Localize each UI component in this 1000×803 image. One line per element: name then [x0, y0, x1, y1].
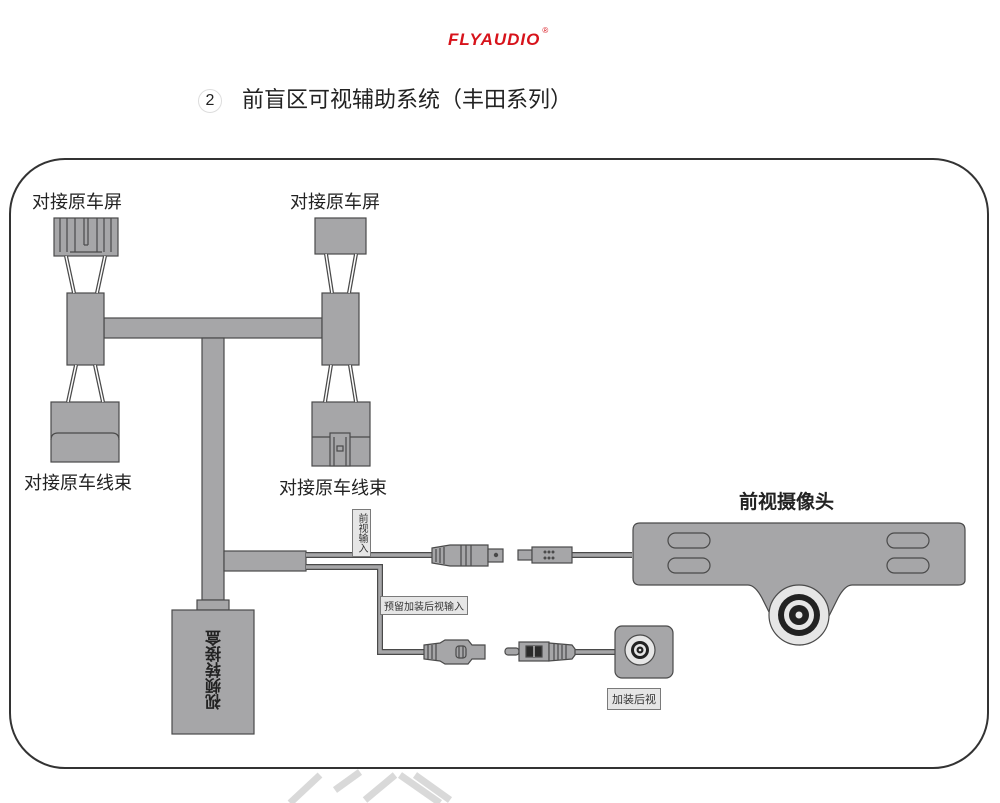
section-heading: 2 前盲区可视辅助系统（丰田系列） — [198, 82, 572, 114]
flyaudio-logo: FLYAUDIO® — [448, 26, 549, 50]
tag-rear-input: 预留加装后视输入 — [380, 596, 468, 615]
front-input-plug — [431, 544, 504, 567]
tag-rear-camera: 加装后视 — [607, 688, 661, 710]
diagram-frame — [9, 158, 989, 769]
left-splice-block — [66, 292, 105, 366]
right-screen-connector — [314, 217, 367, 255]
right-splice-block — [321, 292, 360, 366]
tag-front-input: 前视输入 — [352, 509, 371, 557]
trunk-vertical-cable — [201, 337, 225, 601]
front-camera — [632, 522, 966, 646]
label-converter-box: 视频转接盒 — [205, 630, 224, 710]
section-number: 2 — [198, 89, 222, 113]
logo-text: FLYAUDIO — [448, 30, 541, 49]
section-title: 前盲区可视辅助系统（丰田系列） — [242, 88, 573, 113]
converter-box — [171, 609, 255, 735]
rear-camera — [614, 625, 674, 679]
trunk-horizontal-cable — [103, 317, 323, 339]
rear-camera-rca-male — [504, 641, 576, 662]
thin-cables — [306, 552, 632, 655]
left-screen-connector — [53, 217, 119, 257]
left-harness-connector — [50, 401, 120, 463]
converter-box-collar — [196, 599, 230, 611]
rear-input-rca-female — [423, 639, 486, 665]
label-harness-right: 对接原车线束 — [279, 478, 387, 499]
registered-mark: ® — [542, 26, 550, 35]
label-front-camera: 前视摄像头 — [739, 491, 835, 513]
right-harness-connector — [311, 401, 371, 467]
front-camera-socket — [517, 546, 573, 564]
label-screen-right: 对接原车屏 — [290, 192, 380, 213]
branch-cable — [223, 550, 307, 572]
watermark — [287, 769, 453, 803]
label-screen-left: 对接原车屏 — [32, 192, 122, 213]
label-harness-left: 对接原车线束 — [24, 473, 132, 494]
